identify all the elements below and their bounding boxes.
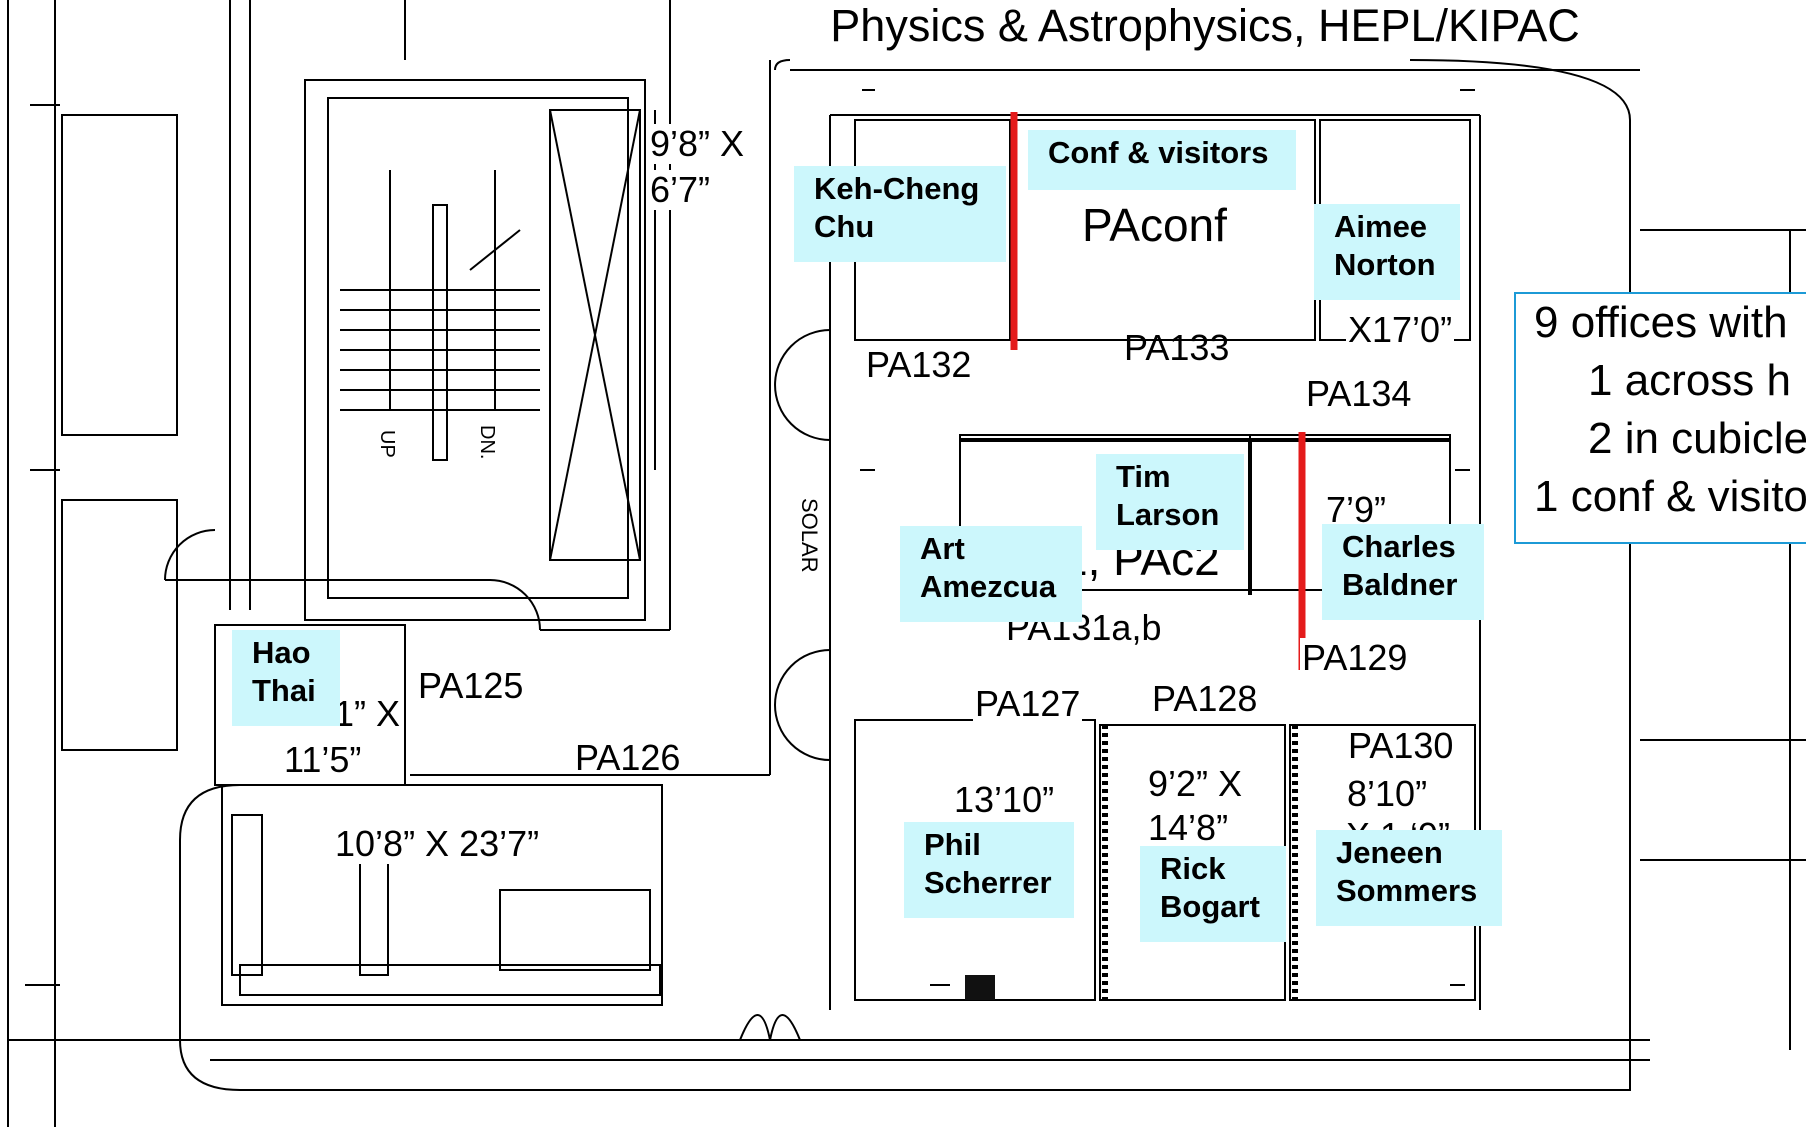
summary-note: 9 offices with 1 across h 2 in cubicle 1… bbox=[1514, 292, 1806, 544]
occupant-name-line1: Art bbox=[920, 531, 965, 566]
occupant-name-line2: Amezcua bbox=[920, 569, 1057, 604]
room-label-pa130: PA130 bbox=[1346, 725, 1456, 766]
occupant-name-line2: Baldner bbox=[1342, 567, 1458, 602]
occupant-name-line1: Keh-Cheng bbox=[814, 171, 980, 206]
occupant-name-line1: Hao bbox=[252, 635, 311, 670]
room-label-pa134: PA134 bbox=[1306, 373, 1412, 414]
occupant-name-line1: Aimee bbox=[1334, 209, 1428, 244]
occupant-name-line1: Phil bbox=[924, 827, 981, 862]
occupant-name-line2: Chu bbox=[814, 209, 875, 244]
occupant-name-line2: Sommers bbox=[1336, 873, 1478, 908]
room-label-pa133: PA133 bbox=[1124, 327, 1230, 368]
occupant-tag: Jeneen Sommers bbox=[1316, 830, 1502, 926]
occupant-tag: Tim Larson bbox=[1096, 454, 1244, 550]
room-label-pa132: PA132 bbox=[866, 344, 972, 385]
occupant-name-line2: Norton bbox=[1334, 247, 1436, 282]
room-label-pa126: PA126 bbox=[575, 737, 681, 778]
stair-down-label: DN. bbox=[476, 425, 498, 460]
occupant-tag: Keh-Cheng Chu bbox=[794, 166, 1006, 262]
dimension-pa127: 13’10” bbox=[952, 779, 1057, 820]
occupant-name-line1: Charles bbox=[1342, 529, 1456, 564]
occupant-tag: Aimee Norton bbox=[1314, 204, 1460, 300]
occupant-name-line2: Thai bbox=[252, 673, 316, 708]
occupant-tag: Charles Baldner bbox=[1322, 524, 1484, 620]
room-label-pa125: PA125 bbox=[416, 665, 526, 706]
occupant-name-line1: Conf & visitors bbox=[1048, 135, 1269, 170]
stair-up-label: UP bbox=[376, 430, 398, 458]
dimension-pa128-height: 14’8” bbox=[1146, 807, 1231, 848]
occupant-name-line1: Jeneen bbox=[1336, 835, 1443, 870]
room-label-pa129: PA129 bbox=[1300, 637, 1410, 678]
note-line2: 1 across h bbox=[1588, 356, 1791, 405]
occupant-name-line1: Tim bbox=[1116, 459, 1171, 494]
solar-label: SOLAR bbox=[797, 498, 822, 573]
occupant-tag: Rick Bogart bbox=[1140, 846, 1286, 942]
occupant-name-line2: Scherrer bbox=[924, 865, 1052, 900]
dimension-pa126: 10’8” X 23’7” bbox=[333, 823, 542, 864]
dimension-pa125-width: 1” X bbox=[332, 693, 403, 734]
dimension-pa128-width: 9’2” X bbox=[1146, 763, 1245, 804]
occupant-tag: Art Amezcua bbox=[900, 526, 1082, 622]
occupant-tag-conf: Conf & visitors bbox=[1028, 130, 1296, 190]
dimension-pa134: X17’0” bbox=[1346, 309, 1455, 350]
dimension-pa125-height: 11’5” bbox=[282, 739, 364, 780]
occupant-tag: Phil Scherrer bbox=[904, 822, 1074, 918]
dimension-stair-height: 6’7” bbox=[648, 169, 713, 210]
occupant-tag: Hao Thai bbox=[232, 630, 340, 726]
note-line3: 2 in cubicle bbox=[1588, 414, 1806, 463]
dimension-pa130-width: 8’10” bbox=[1345, 773, 1430, 814]
plan-title: Physics & Astrophysics, HEPL/KIPAC bbox=[780, 0, 1630, 58]
room-label-pa127: PA127 bbox=[973, 683, 1083, 724]
dimension-pa129: 7’9” bbox=[1326, 489, 1387, 530]
room-label-pa128: PA128 bbox=[1150, 678, 1260, 719]
note-line1: 9 offices with bbox=[1534, 298, 1788, 347]
occupant-name-line2: Bogart bbox=[1160, 889, 1260, 924]
room-label-paconf: PAconf bbox=[1082, 199, 1227, 251]
occupant-name-line2: Larson bbox=[1116, 497, 1220, 532]
note-line4: 1 conf & visito bbox=[1534, 472, 1806, 521]
occupant-name-line1: Rick bbox=[1160, 851, 1226, 886]
dimension-stair-width: 9’8” X bbox=[648, 123, 747, 164]
